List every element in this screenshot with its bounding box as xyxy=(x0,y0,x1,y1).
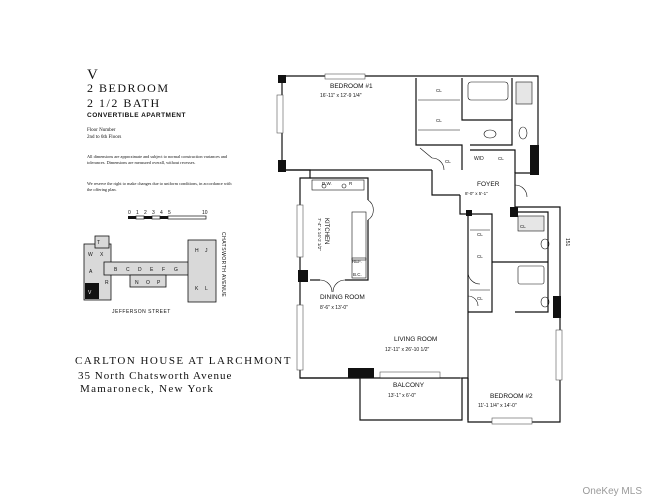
key-unit-label: G xyxy=(174,267,178,273)
room-name-dining: DINING ROOM xyxy=(320,294,365,301)
disclaimer-text: All dimensions are approximate and subje… xyxy=(87,154,228,165)
closet-label: CL xyxy=(477,232,483,237)
dishwasher-label: D.W. xyxy=(322,181,332,186)
key-unit-label: K xyxy=(195,286,199,292)
watermark: OneKey MLS xyxy=(582,486,642,497)
closet-label: CL xyxy=(436,88,442,93)
room-dims-dining: 8'-6" x 13'-0" xyxy=(320,305,348,311)
bathroom-fixtures xyxy=(467,81,550,308)
room-name-living: LIVING ROOM xyxy=(394,336,437,343)
balcony-outline xyxy=(359,377,463,421)
scale-tick-2: 2 xyxy=(144,210,147,216)
door-swings xyxy=(319,147,528,307)
closet-label: CL xyxy=(436,118,442,123)
room-name-foyer: FOYER xyxy=(477,181,500,188)
key-unit-label: D xyxy=(138,267,142,273)
apartment-type: CONVERTIBLE APARTMENT xyxy=(87,112,186,119)
closet-label: CL xyxy=(477,254,483,259)
street-label-jefferson: JEFFERSON STREET xyxy=(112,309,171,315)
address-line-2: Mamaroneck, New York xyxy=(80,383,215,395)
room-dims-balcony: 13'-1" x 6'-0" xyxy=(388,393,416,399)
scale-tick-5: 5 xyxy=(168,210,171,216)
refrigerator-label: REF. xyxy=(352,259,362,264)
room-name-balcony: BALCONY xyxy=(393,382,425,389)
room-dims-living: 12'-11" x 26'-10 1/2" xyxy=(385,347,430,353)
windows xyxy=(276,73,563,425)
building-name: CARLTON HOUSE AT LARCHMONT xyxy=(75,355,292,367)
unit-letter: V xyxy=(87,67,98,83)
kitchen-equip-label: R xyxy=(349,181,353,186)
dimension-note: 151 xyxy=(564,238,570,247)
highlighted-unit-block xyxy=(85,283,99,299)
room-dims-bedroom-1: 16'-11" x 12'-9 1/4" xyxy=(320,93,362,99)
broom-closet-label: B.C. xyxy=(353,272,362,277)
key-unit-label: R xyxy=(105,280,109,286)
key-unit-label: X xyxy=(100,252,104,258)
room-dims-foyer: 8'-0" x 5'-1" xyxy=(465,191,488,196)
wall-slabs xyxy=(278,75,561,378)
room-name-kitchen: KITCHEN xyxy=(323,218,329,244)
scale-tick-4: 4 xyxy=(160,210,163,216)
room-name-bedroom-1: BEDROOM #1 xyxy=(330,83,373,90)
scale-tick-1: 1 xyxy=(136,210,139,216)
bath-count: 2 1/2 BATH xyxy=(87,96,161,110)
closet-label: CL xyxy=(445,159,451,164)
key-unit-label: T xyxy=(97,240,100,246)
room-dims-bedroom-2: 11'-1 1/4" x 14'-0" xyxy=(478,403,517,409)
key-unit-label: F xyxy=(162,267,165,273)
scale-tick-0: 0 xyxy=(128,210,131,216)
closet-label: CL xyxy=(498,156,504,161)
key-unit-label: E xyxy=(150,267,154,273)
kitchen-counters xyxy=(311,179,367,279)
scale-tick-3: 3 xyxy=(152,210,155,216)
key-unit-label: N xyxy=(135,280,139,286)
floor-range: 2nd to 6th Floors xyxy=(87,135,122,140)
key-unit-label: J xyxy=(205,248,208,254)
room-name-bedroom-2: BEDROOM #2 xyxy=(490,393,533,400)
bedroom-count: 2 BEDROOM xyxy=(87,81,170,95)
closet-label: CL xyxy=(520,224,526,229)
floor-number-label: Floor Number xyxy=(87,128,116,133)
address-line-1: 35 North Chatsworth Avenue xyxy=(78,370,233,382)
closet-label: CL xyxy=(477,296,483,301)
room-dims-kitchen: 7'-4" x 14'-2 1/2" xyxy=(317,218,322,251)
key-unit-label: P xyxy=(157,280,161,286)
plan-walls xyxy=(281,75,561,423)
key-unit-label: H xyxy=(195,248,199,254)
closet-shelves xyxy=(418,99,490,291)
washer-dryer-label: W/D xyxy=(474,156,484,162)
key-unit-label: A xyxy=(89,269,93,275)
key-unit-label: L xyxy=(205,286,208,292)
key-unit-highlighted: V xyxy=(88,290,92,296)
key-unit-label: C xyxy=(126,267,130,273)
disclaimer-text-2: We reserve the right to make changes due… xyxy=(87,181,232,192)
key-unit-label: B xyxy=(114,267,118,273)
scale-tick-10: 10 xyxy=(202,210,208,216)
scale-bar-graphic xyxy=(128,215,207,220)
key-unit-label: O xyxy=(146,280,150,286)
key-unit-label: W xyxy=(88,252,93,258)
